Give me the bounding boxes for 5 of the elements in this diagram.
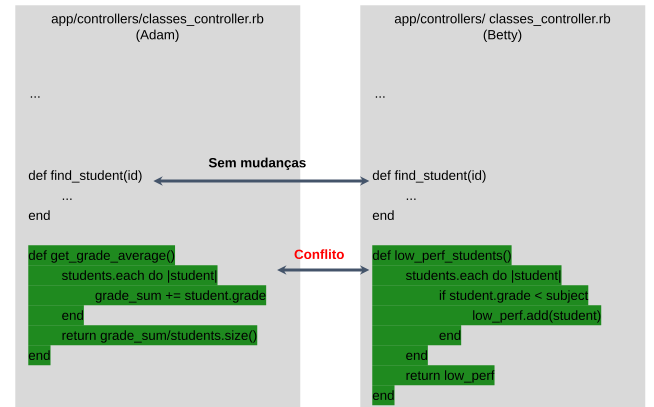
edge-label: Sem mudanças <box>208 158 306 170</box>
edge-label: Conflito <box>294 249 344 260</box>
code-text: def find_student(id) ... end <box>372 170 486 220</box>
highlighted-code: def get_grade_average() students.each do |student| grade_sum += student.grade end return grade_sum/students.size() end <box>28 245 266 366</box>
code-text: def find_student(id) ... end <box>28 170 142 220</box>
